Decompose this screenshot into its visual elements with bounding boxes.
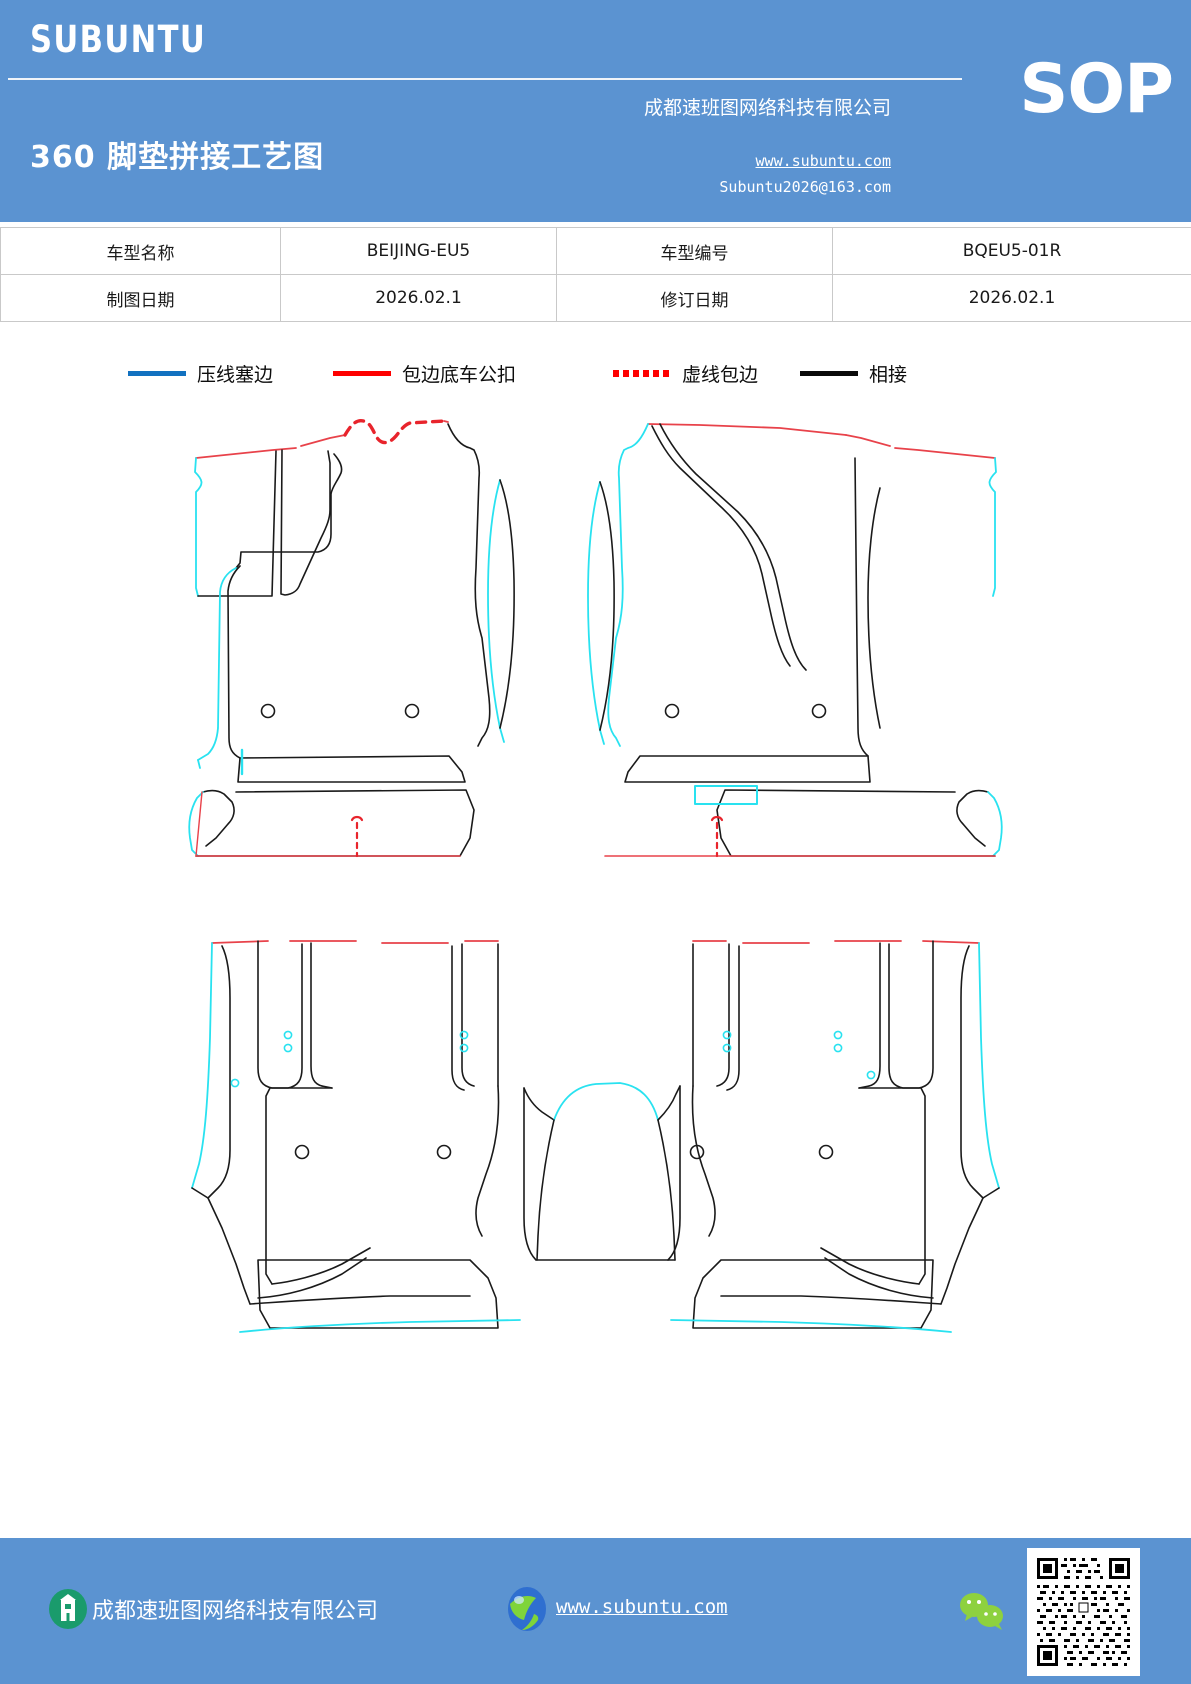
- legend-swatch-red-line: [333, 370, 391, 376]
- legend-item-binding-buckle: 包边底车公扣: [333, 356, 516, 390]
- detail-dot: [866, 1070, 876, 1080]
- model-code-label: 车型编号: [556, 227, 833, 275]
- front-left-mat-piece: [188, 418, 515, 858]
- model-code-value: BQEU5-01R: [832, 227, 1191, 275]
- header-company-name: 成都速班图网络科技有限公司: [643, 97, 891, 119]
- draw-date-value: 2026.02.1: [280, 274, 557, 322]
- detail-dot: [722, 1043, 732, 1053]
- legend-label-dashed-binding: 虚线包边: [682, 363, 759, 386]
- grommet-hole: [436, 1144, 452, 1160]
- legend-item-joint: 相接: [800, 356, 907, 390]
- detail-rectangle: [694, 785, 758, 805]
- detail-dot: [283, 1043, 293, 1053]
- detail-dot: [459, 1030, 469, 1040]
- legend-label-joint: 相接: [869, 363, 908, 386]
- qr-code: [1027, 1548, 1140, 1676]
- grommet-hole: [689, 1144, 705, 1160]
- legend-swatch-black-line: [800, 370, 858, 376]
- grommet-hole: [811, 703, 827, 719]
- detail-dot: [459, 1043, 469, 1053]
- vehicle-info-table: 车型名称 BEIJING-EU5 车型编号 BQEU5-01R 制图日期 202…: [0, 227, 1191, 322]
- table-row: 制图日期 2026.02.1 修订日期 2026.02.1: [0, 274, 1191, 322]
- grommet-hole: [294, 1144, 310, 1160]
- rear-center-tunnel-piece: [523, 1082, 681, 1261]
- header-website-link[interactable]: www.subuntu.com: [755, 152, 891, 170]
- legend-swatch-red-dotted-line: [613, 369, 671, 377]
- page-footer: 成都速班图网络科技有限公司 www.subuntu.com: [0, 1538, 1191, 1684]
- detail-dot: [230, 1078, 240, 1088]
- legend-label-binding-buckle: 包边底车公扣: [402, 363, 517, 386]
- grommet-hole: [664, 703, 680, 719]
- legend-item-press-edge: 压线塞边: [128, 356, 273, 390]
- model-name-value: BEIJING-EU5: [280, 227, 557, 275]
- page-header: SUBUNTU 360 脚垫拼接工艺图 成都速班图网络科技有限公司 SOP ww…: [0, 0, 1191, 222]
- page-title: 360 脚垫拼接工艺图: [30, 140, 325, 175]
- footer-website-link[interactable]: www.subuntu.com: [556, 1596, 728, 1618]
- legend-swatch-blue-line: [128, 370, 186, 376]
- draw-date-label: 制图日期: [0, 274, 281, 322]
- header-divider: [8, 78, 962, 80]
- detail-dot: [833, 1043, 843, 1053]
- rear-right-mat-piece: [670, 940, 1000, 1333]
- detail-dot: [833, 1030, 843, 1040]
- footer-company-name: 成都速班图网络科技有限公司: [92, 1599, 379, 1624]
- grommet-hole: [260, 703, 276, 719]
- brand-logo: SUBUNTU: [30, 18, 207, 61]
- detail-dot: [283, 1030, 293, 1040]
- grommet-hole: [404, 703, 420, 719]
- revise-date-label: 修订日期: [556, 274, 833, 322]
- model-name-label: 车型名称: [0, 227, 281, 275]
- wechat-icon[interactable]: [958, 1590, 1006, 1630]
- globe-icon: [506, 1586, 548, 1632]
- building-icon: [48, 1588, 88, 1630]
- pattern-drawing: [0, 398, 1191, 1430]
- detail-dot: [722, 1030, 732, 1040]
- table-row: 车型名称 BEIJING-EU5 车型编号 BQEU5-01R: [0, 227, 1191, 275]
- header-email[interactable]: Subuntu2026@163.com: [719, 178, 891, 196]
- grommet-hole: [818, 1144, 834, 1160]
- revise-date-value: 2026.02.1: [832, 274, 1191, 322]
- legend-item-dashed-binding: 虚线包边: [613, 356, 758, 390]
- legend-label-press-edge: 压线塞边: [197, 363, 274, 386]
- sop-badge: SOP: [1019, 50, 1174, 129]
- rear-left-mat-piece: [191, 940, 521, 1333]
- front-right-mat-piece: [587, 423, 1003, 858]
- legend: 压线塞边 包边底车公扣 虚线包边 相接: [0, 356, 1191, 390]
